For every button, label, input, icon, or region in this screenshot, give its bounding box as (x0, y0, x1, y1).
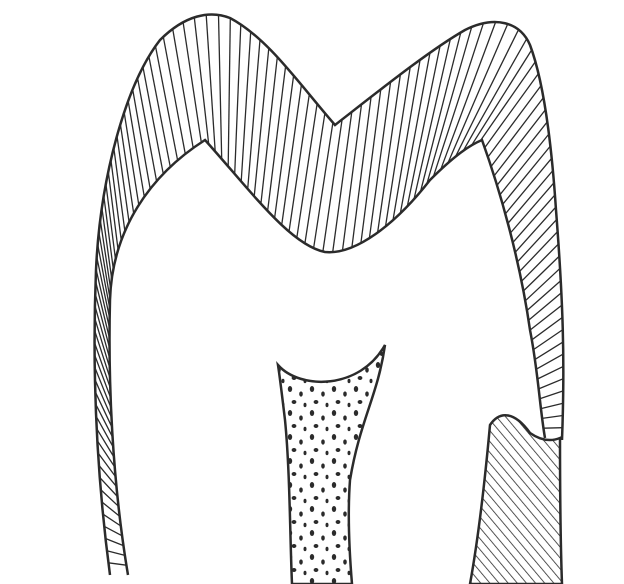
enamel-rod-line (515, 207, 556, 252)
enamel-rod-line (133, 90, 151, 189)
enamel-rod-line (248, 40, 260, 189)
enamel-rod-line (173, 29, 194, 148)
enamel-rod-line (480, 62, 535, 141)
enamel-rod-line (494, 110, 545, 176)
enamel-rod-line (95, 343, 111, 388)
enamel-rod-line (497, 122, 547, 186)
enamel-rod-line (538, 366, 564, 379)
cementum-region (470, 415, 562, 584)
enamel-rod-line (305, 113, 325, 243)
enamel-rod-line (254, 48, 269, 196)
enamel-rod-line (107, 551, 125, 556)
enamel-rod-line (532, 317, 563, 339)
enamel-rod-line (228, 18, 230, 166)
enamel-rod-line (400, 53, 430, 214)
enamel-rod-line (104, 526, 122, 536)
enamel-rod-line (500, 134, 549, 195)
enamel-rod-line (282, 85, 302, 225)
enamel-rod-line (120, 124, 133, 213)
enamel-rod-line (183, 22, 201, 142)
enamel-rod-line (333, 112, 352, 252)
enamel-rod-line (534, 330, 563, 350)
enamel-rod-line (520, 232, 558, 272)
enamel-rod-line (128, 101, 144, 197)
enamel-rod-line (108, 563, 126, 565)
enamel-rod-line (314, 123, 333, 249)
enamel-rod-line (491, 98, 543, 167)
enamel-rod-line (156, 46, 178, 160)
enamel-rod-line (268, 66, 286, 211)
enamel-rod-line (235, 25, 241, 175)
enamel-rod-line (517, 219, 556, 262)
enamel-rod-line (407, 46, 440, 207)
enamel-rod-line (361, 89, 381, 243)
enamel-rod-line (343, 104, 362, 250)
enamel-rod-line (543, 428, 562, 429)
enamel-rod-line (114, 148, 125, 232)
enamel-rod-line (508, 171, 553, 224)
enamel-rod-line (488, 85, 541, 157)
enamel-rod-line (530, 305, 562, 330)
enamel-rod-line (529, 293, 562, 321)
enamel-rod-line (261, 57, 277, 204)
enamel-rod-line (106, 539, 124, 546)
enamel-rod-line (117, 136, 129, 222)
enamel-rod-line (219, 15, 222, 159)
pulp-chamber (278, 345, 385, 584)
enamel-rod-line (275, 76, 294, 219)
enamel-rod-line (289, 94, 309, 231)
enamel-rod-line (541, 403, 563, 408)
enamel-rod-line (539, 379, 564, 389)
enamel-rod-line (194, 17, 208, 144)
enamel-rod-line (527, 281, 561, 311)
enamel-rod-line (352, 97, 371, 248)
enamel-rod-line (103, 514, 121, 526)
enamel-rod-line (124, 113, 139, 206)
enamel-rod-line (323, 120, 342, 252)
enamel-rod-line (163, 37, 185, 154)
enamel-rod-line (95, 330, 110, 378)
enamel-rod-line (540, 391, 563, 399)
enamel-rod-line (513, 195, 555, 243)
enamel-rod-line (241, 32, 251, 182)
enamel-rod-line (542, 416, 563, 419)
enamel-rod-line (510, 183, 554, 233)
enamel-rod-line (297, 104, 317, 238)
